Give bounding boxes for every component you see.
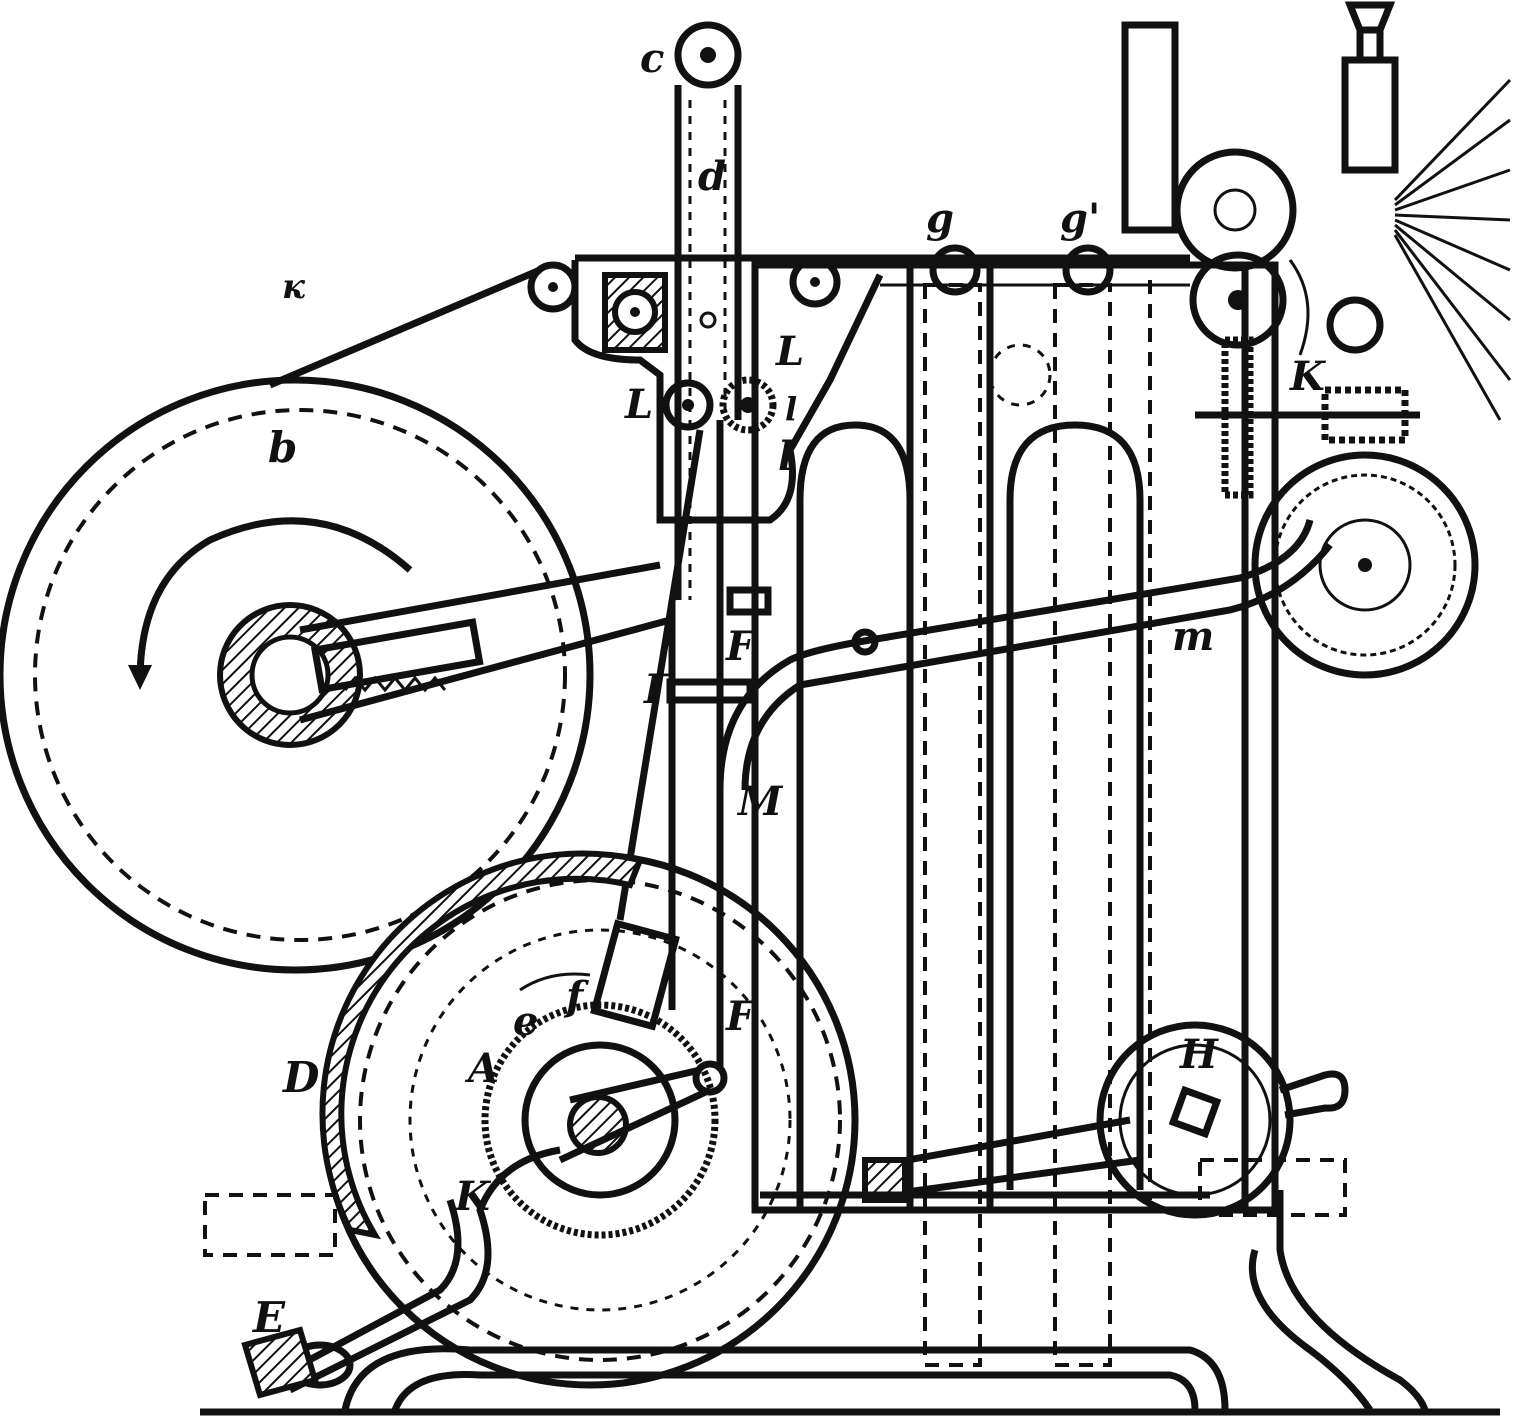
- handle-H: [1278, 1070, 1349, 1119]
- lamp-top: [1344, 1, 1396, 60]
- bevel-gear-e: [481, 1001, 719, 1239]
- label-l-lower: l: [778, 433, 793, 480]
- right-wheel-rim: [1273, 473, 1457, 657]
- label-E: E: [252, 1293, 286, 1342]
- label-L: L: [775, 328, 804, 375]
- label-e: e: [513, 998, 538, 1045]
- label-A: A: [464, 1045, 499, 1092]
- right-wheel-axle: [1358, 558, 1372, 572]
- label-b: b: [268, 423, 297, 472]
- dashed-wheel-mid: [988, 343, 1052, 407]
- base-leg-right: [1248, 1248, 1373, 1412]
- arm-cd-dashed: [688, 100, 727, 600]
- upper-bracket: [571, 260, 884, 524]
- pulley-g-prime: [1062, 244, 1114, 296]
- side-roller: [1326, 296, 1384, 354]
- label-f: f: [563, 973, 589, 1020]
- spool-b: [0, 376, 594, 974]
- arch-slot-left: [796, 421, 914, 1210]
- spool-hub-bore: [249, 634, 331, 716]
- spool-arm: [299, 561, 671, 724]
- dashed-block-left: [203, 1193, 337, 1257]
- lamp-rays: [1393, 78, 1512, 421]
- wheel-H-square-hub: [1168, 1085, 1222, 1139]
- lever-m: [716, 519, 1314, 791]
- label-D: D: [282, 1053, 320, 1102]
- base-leg-inner: [391, 1370, 1199, 1412]
- crank-pin: [692, 1060, 728, 1096]
- spool-b-inner: [33, 408, 567, 942]
- lever-K-inner: [298, 1198, 462, 1369]
- shaft-f: [590, 919, 680, 1031]
- wheel-H: [1096, 1021, 1294, 1219]
- ratchet-teeth: [343, 675, 447, 693]
- lamp-body: [1341, 56, 1399, 174]
- wheel-D-inner: [408, 928, 792, 1312]
- top-gear-small: [1189, 251, 1287, 349]
- guide-roller-left: [527, 261, 579, 313]
- dashed-block-right: [1198, 1158, 1347, 1217]
- right-wheel-hub: [1318, 518, 1412, 612]
- gear-L-hub: [740, 397, 756, 413]
- arm-pivot: [699, 311, 717, 329]
- top-gear-small-hub: [1228, 290, 1248, 310]
- guide-roller-right: [789, 256, 841, 308]
- label-F-lower: F: [725, 993, 757, 1040]
- label-l-upper: l: [785, 390, 797, 428]
- lever-m-pivot: [851, 628, 879, 656]
- label-K-right: K: [1289, 353, 1327, 400]
- label-Gamma: Г: [643, 666, 674, 713]
- label-k-top: к: [282, 267, 306, 307]
- label-H: H: [1179, 1031, 1219, 1078]
- gear-c: [674, 21, 742, 89]
- pulley-g: [929, 244, 981, 296]
- rod-diagonal: [616, 429, 704, 921]
- gear-c-hub: [700, 47, 716, 63]
- tape-to-spool: [268, 266, 542, 389]
- guide-roller-right-hub: [810, 277, 820, 287]
- lever-m-inner: [741, 542, 1333, 791]
- label-F-upper: F: [725, 623, 757, 670]
- lever-K: [288, 1146, 561, 1394]
- top-gear-big-hub: [1213, 188, 1257, 232]
- wheel-D-hatched-rim: [319, 850, 645, 1240]
- rotation-arrow-K: [1288, 259, 1310, 356]
- ratchet-bar: [310, 618, 484, 694]
- gamma-clamp: [666, 678, 754, 704]
- gear-L: [719, 376, 777, 434]
- top-gear-big: [1173, 148, 1297, 272]
- arch-slot-right: [1006, 421, 1144, 1190]
- label-g: g: [926, 195, 954, 242]
- crank-arm: [558, 1066, 712, 1164]
- base-leg-right-inner: [1276, 1190, 1429, 1412]
- label-d: d: [698, 153, 726, 200]
- shaft-g-prime: [1053, 283, 1112, 1367]
- arm-cd: [674, 85, 742, 600]
- F-block: [726, 586, 772, 616]
- top-plate: [1121, 21, 1179, 234]
- shaft-f-arrow: [519, 972, 591, 992]
- spool-b-arrowhead: [128, 665, 152, 690]
- guide-roller-left-hub: [548, 282, 558, 292]
- shaft-g: [923, 283, 982, 1367]
- bracket-roller-hub: [630, 307, 640, 317]
- label-L-prime: L': [624, 381, 665, 428]
- label-c: c: [640, 35, 664, 82]
- connecting-rod-H: [879, 1116, 1141, 1199]
- label-M: M: [736, 778, 784, 825]
- gear-L-prime: [662, 379, 714, 431]
- right-wheel: [1251, 451, 1479, 679]
- pedal-E: [241, 1326, 319, 1399]
- gear-L-prime-hub: [682, 399, 694, 411]
- spool-b-rotation-arrow: [136, 517, 413, 681]
- gear-A: [521, 1041, 679, 1199]
- label-K-lower: K: [454, 1173, 492, 1220]
- label-m: m: [1172, 613, 1214, 660]
- label-g-prime: g': [1060, 195, 1100, 242]
